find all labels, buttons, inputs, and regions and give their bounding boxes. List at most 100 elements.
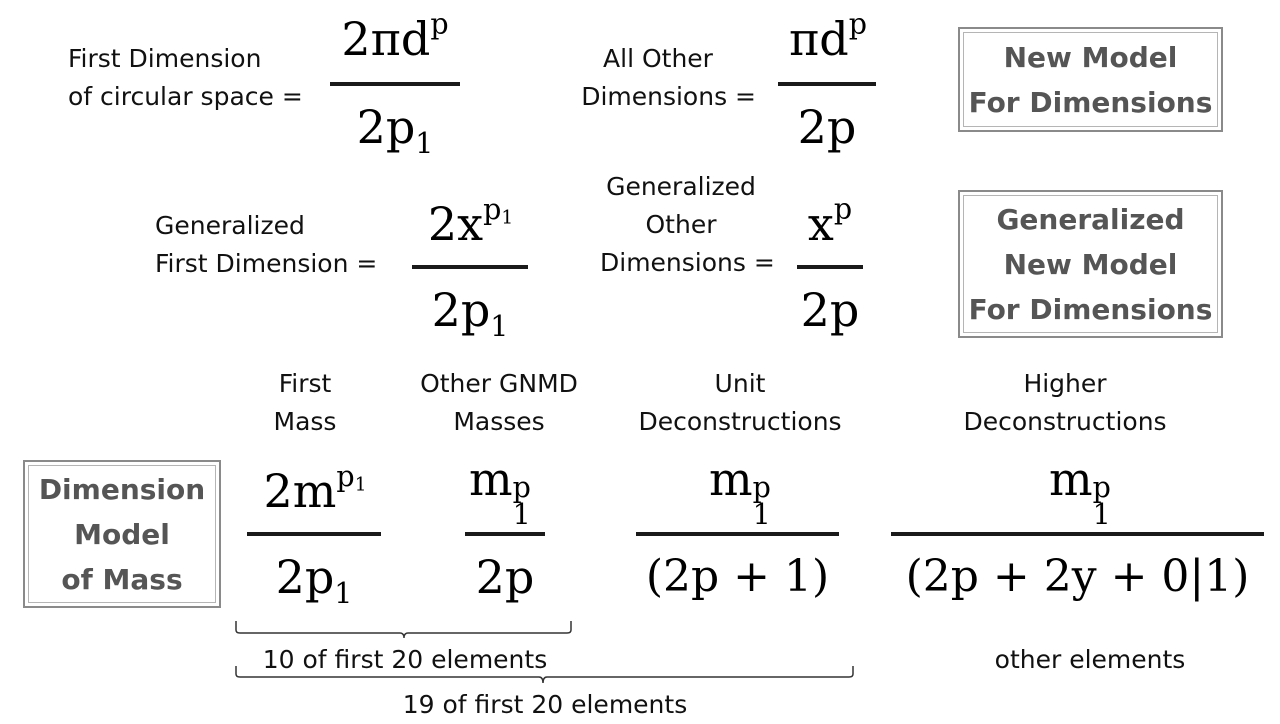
first-dimension-denominator-base: 2p <box>356 100 416 154</box>
first-dimension-label-line-1: First Dimension <box>68 44 262 73</box>
first-mass-denominator-subscript: 1 <box>334 576 353 610</box>
generalized-other-dimensions-numerator-exponent: p <box>833 192 853 226</box>
generalized-other-dimensions-label-line-1: Generalized <box>606 172 756 201</box>
other-masses-header-line-1: Other GNMD <box>420 369 578 398</box>
dimension-model-of-mass-box: Dimension Model of Mass <box>23 460 221 608</box>
higher-deconstructions-numerator-superscript: p <box>1092 471 1111 505</box>
unit-deconstructions-fraction-bar <box>636 532 839 536</box>
generalized-other-dimensions-denominator-text: 2p <box>800 283 860 337</box>
unit-deconstructions-denominator: (2p + 1) <box>630 546 845 608</box>
first-mass-header: First Mass <box>250 365 360 441</box>
other-masses-numerator-base: m <box>469 452 513 506</box>
other-masses-denominator: 2p <box>460 546 550 608</box>
generalized-first-dimension-label-line-2: First Dimension = <box>155 249 378 278</box>
other-masses-numerator-subscript: 1 <box>512 498 531 532</box>
first-mass-fraction-bar <box>247 532 381 536</box>
generalized-first-dimension-numerator-exponent-subscript: 1 <box>501 207 514 229</box>
other-dimensions-denominator-text: 2p <box>797 100 857 154</box>
higher-deconstructions-numerator-base: m <box>1049 452 1093 506</box>
higher-deconstructions-header-line-1: Higher <box>1023 369 1107 398</box>
other-dimensions-label-line-1: All Other <box>603 44 713 73</box>
generalized-first-dimension-label-line-1: Generalized <box>155 211 305 240</box>
new-model-box-line-2: For Dimensions <box>968 85 1213 119</box>
generalized-other-dimensions-label-line-3: Dimensions = <box>600 248 775 277</box>
first-mass-numerator-exponent-subscript: 1 <box>354 474 367 496</box>
generalized-first-dimension-numerator-base: 2x <box>427 197 484 251</box>
generalized-new-model-box-line-3: For Dimensions <box>968 292 1213 326</box>
dimension-model-of-mass-box-line-1: Dimension <box>38 472 206 506</box>
first-mass-denominator-base: 2p <box>275 550 335 604</box>
higher-deconstructions-header: Higher Deconstructions <box>955 365 1175 441</box>
generalized-new-model-box-line-1: Generalized <box>996 202 1185 236</box>
unit-deconstructions-denominator-text: (2p + 1) <box>645 551 830 602</box>
generalized-first-dimension-label: Generalized First Dimension = <box>155 207 377 283</box>
first-dimension-numerator-exponent: p <box>430 7 449 41</box>
other-dimensions-numerator-base: πd <box>789 12 849 66</box>
higher-deconstructions-fraction-bar <box>891 532 1264 536</box>
new-model-box: New Model For Dimensions <box>958 27 1223 132</box>
first-mass-numerator-exponent-p: p <box>336 459 355 493</box>
higher-deconstructions-denominator-text: (2p + 2y + 0|1) <box>905 551 1250 602</box>
short-brace-path <box>235 621 572 639</box>
higher-deconstructions-header-line-2: Deconstructions <box>963 407 1167 436</box>
generalized-new-model-box-line-2: New Model <box>1003 247 1178 281</box>
generalized-other-dimensions-fraction-bar <box>797 265 863 269</box>
short-brace-label: 10 of first 20 elements <box>262 645 548 674</box>
other-dimensions-label: All Other Dimensions = <box>560 40 756 116</box>
unit-deconstructions-header: Unit Deconstructions <box>630 365 850 441</box>
first-dimension-numerator: 2πdp <box>325 8 465 70</box>
generalized-other-dimensions-label: Generalized Other Dimensions = <box>600 168 780 282</box>
other-masses-denominator-text: 2p <box>475 550 535 604</box>
first-dimension-denominator-subscript: 1 <box>415 126 434 160</box>
generalized-other-dimensions-numerator: xp <box>795 193 865 255</box>
other-dimensions-denominator: 2p <box>778 96 876 158</box>
long-brace <box>235 666 854 684</box>
generalized-first-dimension-denominator-base: 2p <box>431 283 491 337</box>
first-mass-numerator-exponent: p1 <box>336 459 367 496</box>
other-dimensions-fraction-bar <box>778 82 876 86</box>
generalized-new-model-box: Generalized New Model For Dimensions <box>958 190 1223 338</box>
other-dimensions-label-line-2: Dimensions = <box>581 82 756 111</box>
dimension-model-of-mass-box-line-3: of Mass <box>61 562 183 596</box>
short-brace <box>235 621 572 639</box>
generalized-other-dimensions-denominator: 2p <box>790 279 870 341</box>
first-mass-numerator: 2mp1 <box>240 460 390 522</box>
generalized-first-dimension-fraction-bar <box>412 265 528 269</box>
first-dimension-denominator: 2p1 <box>330 96 460 158</box>
dimension-model-of-mass-box-line-2: Model <box>74 517 170 551</box>
first-dimension-fraction-bar <box>330 82 460 86</box>
other-dimensions-numerator-exponent: p <box>848 7 867 41</box>
first-mass-header-line-2: Mass <box>273 407 337 436</box>
unit-deconstructions-numerator-subscript: 1 <box>752 498 771 532</box>
unit-deconstructions-header-line-2: Deconstructions <box>638 407 842 436</box>
other-masses-header: Other GNMD Masses <box>405 365 593 441</box>
first-mass-numerator-base: 2m <box>263 464 337 518</box>
higher-deconstructions-denominator: (2p + 2y + 0|1) <box>880 546 1275 608</box>
generalized-first-dimension-denominator-subscript: 1 <box>490 309 509 343</box>
other-masses-header-line-2: Masses <box>453 407 545 436</box>
first-dimension-label-line-2: of circular space = <box>68 82 303 111</box>
new-model-box-line-1: New Model <box>1003 40 1178 74</box>
other-masses-numerator-superscript: p <box>512 471 531 505</box>
unit-deconstructions-numerator-base: m <box>709 452 753 506</box>
generalized-other-dimensions-numerator-base: x <box>807 197 834 251</box>
first-dimension-numerator-base: 2πd <box>341 12 431 66</box>
first-mass-denominator: 2p1 <box>247 546 381 608</box>
generalized-first-dimension-numerator-exponent-p: p <box>483 192 502 226</box>
long-brace-path <box>235 666 854 684</box>
generalized-other-dimensions-label-line-2: Other <box>645 210 717 239</box>
generalized-first-dimension-numerator-exponent: p1 <box>483 192 514 229</box>
unit-deconstructions-header-line-1: Unit <box>714 369 766 398</box>
long-brace-label: 19 of first 20 elements <box>402 690 688 719</box>
other-masses-fraction-bar <box>465 532 545 536</box>
first-dimension-label: First Dimension of circular space = <box>68 40 303 116</box>
generalized-first-dimension-denominator: 2p1 <box>412 279 528 341</box>
other-dimensions-numerator: πdp <box>773 8 883 70</box>
first-mass-header-line-1: First <box>278 369 332 398</box>
higher-deconstructions-numerator-subscript: 1 <box>1092 498 1111 532</box>
